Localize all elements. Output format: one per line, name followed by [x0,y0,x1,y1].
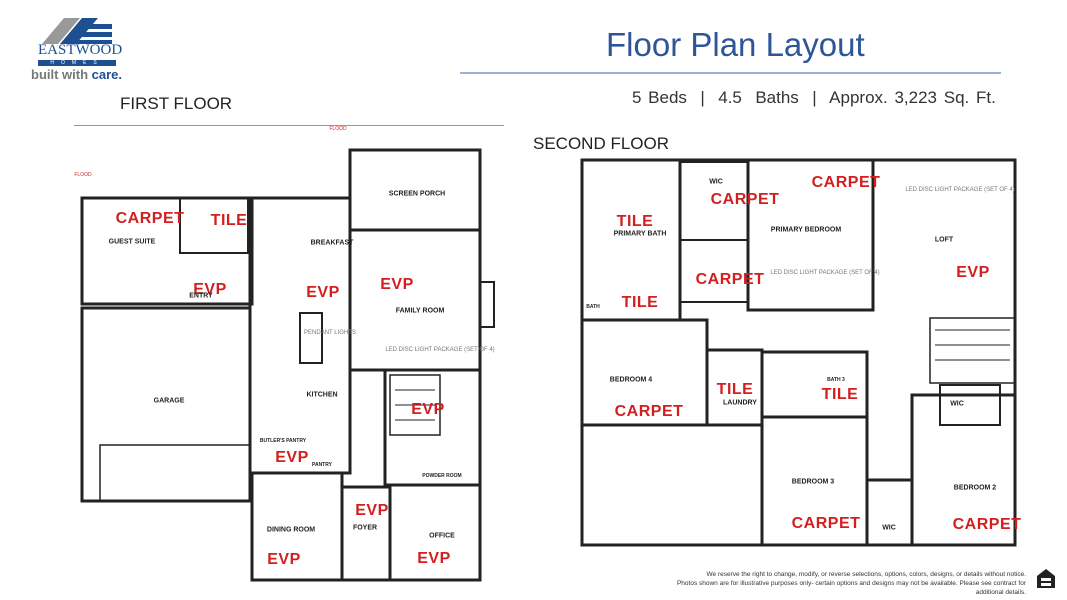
eastwood-logo: EASTWOOD HOMES [36,16,123,86]
room-label: LAUNDRY [723,399,757,407]
flooring-label: TILE [210,212,248,229]
flooring-label: TILE [616,213,654,230]
lighting-note: PENDANT LIGHTS [304,330,356,336]
lighting-note: LED DISC LIGHT PACKAGE (SET OF 4) [905,187,1015,193]
flooring-label: CARPET [115,210,185,227]
room-label: BATH [586,304,600,310]
flooring-label: EVP [275,449,309,466]
first-floor-walls [80,148,495,582]
flooring-label: CARPET [791,515,861,532]
room-label: FAMILY ROOM [395,307,445,315]
disclaimer-line-1: We reserve the right to change, modify, … [706,571,1027,578]
room-label: SCREEN PORCH [388,190,446,198]
flooring-label: EVP [355,502,389,519]
room-label: POWDER ROOM [422,473,462,479]
room-label: PRIMARY BEDROOM [770,226,842,234]
room-label: ENTRY [189,292,213,300]
room-label: BEDROOM 3 [791,478,835,486]
room-label: BEDROOM 4 [609,376,653,384]
room-label: BEDROOM 2 [953,484,997,492]
flooring-label: EVP [956,264,990,281]
room-label: LOFT [934,236,954,244]
tagline-a: built with [31,67,92,82]
flooring-label: EVP [417,550,451,567]
tagline-b: care. [91,67,123,82]
flooring-label: TILE [821,386,859,403]
room-label: PANTRY [312,462,332,468]
flooring-label: EVP [193,281,227,298]
lighting-note: LED DISC LIGHT PACKAGE (SET OF 4) [385,347,495,353]
flooring-label: CARPET [695,271,765,288]
room-label: BATH 3 [827,377,845,383]
first-floor-divider [74,125,504,126]
room-label: PRIMARY BATH [613,230,667,238]
room-label: BREAKFAST [310,239,354,247]
disclaimer: We reserve the right to change, modify, … [656,570,1026,597]
room-label: KITCHEN [306,391,338,399]
first-floor-title: FIRST FLOOR [120,94,233,113]
logo-roof-icon [42,18,112,44]
second-floor-title: SECOND FLOOR [533,134,670,153]
flooring-label: CARPET [811,174,881,191]
room-label: WIC [882,524,896,532]
flooring-label: TILE [716,381,754,398]
flooring-label: CARPET [952,516,1022,533]
tagline: built with care. [31,67,122,82]
flooring-label: TILE [621,294,659,311]
room-label: BUTLER'S PANTRY [259,438,307,444]
flood-light-note: FLOOD [74,172,92,178]
second-floor-walls [580,158,1017,547]
flooring-label: EVP [380,276,414,293]
room-label: GUEST SUITE [108,238,156,246]
room-label: WIC [950,400,964,408]
equal-housing-icon [1037,569,1055,588]
home-specs: 5 Beds | 4.5 Baths | Approx. 3,223 Sq. F… [632,88,996,107]
stair-treads [395,329,1010,421]
flooring-label: EVP [306,284,340,301]
flooring-label: EVP [411,401,445,418]
room-label: WIC [709,178,723,186]
room-label: FOYER [352,524,378,532]
title-divider [460,72,1001,74]
disclaimer-line-2: Photos shown are for illustrative purpos… [676,580,1026,596]
room-label: DINING ROOM [266,526,316,534]
flooring-label: CARPET [710,191,780,208]
logo-sub: HOMES [38,60,116,66]
flood-light-note: FLOOD [329,126,347,132]
room-label: GARAGE [153,397,185,405]
lighting-note: LED DISC LIGHT PACKAGE (SET OF 4) [770,270,880,276]
flooring-label: EVP [267,551,301,568]
logo-name: EASTWOOD [38,42,123,58]
page-title: Floor Plan Layout [606,26,865,63]
flooring-label: CARPET [614,403,684,420]
room-label: OFFICE [429,532,455,540]
